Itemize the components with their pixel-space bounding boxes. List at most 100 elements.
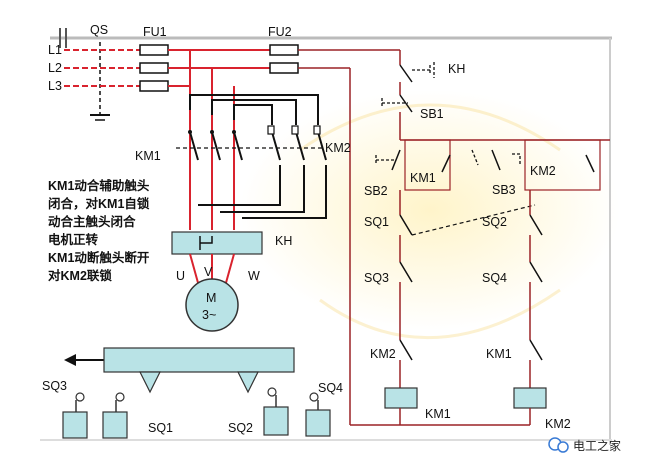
mech-sq3-label: SQ3 <box>42 379 67 393</box>
watermark: 电工之家 <box>548 437 621 453</box>
mech-sq2-roller <box>267 387 277 397</box>
km1-aux-contact <box>441 154 451 173</box>
ctrl-sq4-label: SQ4 <box>482 271 507 285</box>
km2-crossover-3 <box>233 104 273 125</box>
km1-nc-contact <box>529 339 543 361</box>
km1-aux-box <box>404 139 451 191</box>
motor-phase-label: 3~ <box>202 308 216 322</box>
km2-contact-3 <box>317 131 327 161</box>
annotation-line-2: 闭合，对KM1自锁 <box>48 196 150 211</box>
annotation-bold: KM1 <box>98 197 124 211</box>
annotation-line-6: 对KM2联锁 <box>48 268 112 283</box>
mech-sq2-label: SQ2 <box>228 421 253 435</box>
annotation-bold: KM2 <box>61 269 87 283</box>
fu1-fuse-l3 <box>139 80 169 92</box>
km1-coil <box>384 387 418 409</box>
sq1-contact <box>399 214 413 236</box>
km2-aux-box <box>524 139 601 191</box>
km2-contact-2 <box>295 131 305 161</box>
km2-return-3 <box>242 165 327 219</box>
fu2-label: FU2 <box>268 25 292 39</box>
motor-terminal-v: V <box>204 265 213 279</box>
kh-thermal-relay <box>171 231 263 255</box>
qs-label: QS <box>90 23 108 37</box>
annotation-line-5: KM1动断触头断开 <box>48 250 150 265</box>
fu1-fuse-l1 <box>139 44 169 56</box>
sq-mechanical-link <box>411 204 536 236</box>
mech-sq4-roller <box>309 392 319 402</box>
sb2-contact <box>391 149 401 171</box>
kh-label: KH <box>275 234 292 248</box>
km2-aux-contact <box>585 154 595 173</box>
ctrl-km2-nc-label: KM2 <box>370 347 396 361</box>
line-label-l1: L1 <box>48 43 62 57</box>
km2-contact-1 <box>271 131 281 161</box>
sq3-contact <box>399 261 413 283</box>
km2-crossover-2 <box>211 99 297 125</box>
line-label-l3: L3 <box>48 79 62 93</box>
ctrl-sq3-label: SQ3 <box>364 271 389 285</box>
ctrl-km2-aux-label: KM2 <box>530 164 556 178</box>
ctrl-sq2-label: SQ2 <box>482 215 507 229</box>
watermark-chat-icon <box>557 441 569 453</box>
km2-contact-cap <box>313 125 321 135</box>
km1-contact-dot <box>210 130 214 134</box>
annotation-text: 动合辅助触头 <box>74 178 150 193</box>
mech-sq2-switch <box>263 406 289 436</box>
motor-terminal-u: U <box>176 269 185 283</box>
mech-sq3-switch <box>62 411 88 439</box>
mech-sq1-roller <box>115 392 125 402</box>
annotation-line-4: 电机正转 <box>48 232 99 247</box>
ctrl-km2-coil-label: KM2 <box>545 417 571 431</box>
km2-main-label: KM2 <box>325 141 351 155</box>
worktable-cam-2 <box>237 371 259 394</box>
motor-terminal-w: W <box>248 269 260 283</box>
annotation-text: 联锁 <box>87 268 113 283</box>
ctrl-km1-coil-label: KM1 <box>425 407 451 421</box>
km2-crossover-1 <box>189 94 319 125</box>
kh-heater-symbol <box>199 236 213 250</box>
sb2-actuator <box>375 155 394 165</box>
km1-contact-l3 <box>233 131 243 161</box>
background-swirl <box>319 288 561 340</box>
km2-return-2 <box>220 165 305 213</box>
fu2-fuse-top <box>269 44 299 56</box>
motor-m-label: M <box>206 291 216 305</box>
ctrl-sb3-label: SB3 <box>492 183 516 197</box>
annotation-text: 对 <box>48 268 61 283</box>
annotation-text: 自锁 <box>124 196 150 211</box>
sb1-contact <box>399 94 413 113</box>
sb3-actuator <box>471 149 521 166</box>
km2-return-1 <box>198 165 281 206</box>
background-swirl <box>299 103 561 152</box>
mech-sq4-switch <box>305 409 331 437</box>
worktable <box>103 347 295 373</box>
km1-contact-l2 <box>211 131 221 161</box>
km1-main-label: KM1 <box>135 149 161 163</box>
mech-sq1-switch <box>102 411 128 439</box>
watermark-text: 电工之家 <box>573 438 621 453</box>
line-label-l2: L2 <box>48 61 62 75</box>
annotation-line-1: KM1动合辅助触头 <box>48 178 150 193</box>
kh-nc-contact <box>399 64 413 83</box>
annotation-text: 闭合，对 <box>48 196 99 211</box>
ctrl-kh-label: KH <box>448 62 465 76</box>
ctrl-km1-aux-label: KM1 <box>410 171 436 185</box>
ctrl-sq1-label: SQ1 <box>364 215 389 229</box>
fu1-label: FU1 <box>143 25 167 39</box>
km1-contact-dot <box>188 130 192 134</box>
annotation-line-3: 动合主触头闭合 <box>48 214 136 229</box>
travel-direction-arrow-head <box>64 354 76 366</box>
sq2-contact <box>529 214 543 236</box>
ctrl-sb1-label: SB1 <box>420 107 444 121</box>
km1-contact-l1 <box>189 131 199 161</box>
km2-nc-contact <box>399 339 413 361</box>
annotation-bold: KM1 <box>48 251 74 265</box>
sb3-contact <box>491 149 501 171</box>
kh-nc-actuator <box>412 62 435 78</box>
motor-symbol <box>185 278 239 332</box>
km1-contact-dot <box>232 130 236 134</box>
mech-sq1-label: SQ1 <box>148 421 173 435</box>
